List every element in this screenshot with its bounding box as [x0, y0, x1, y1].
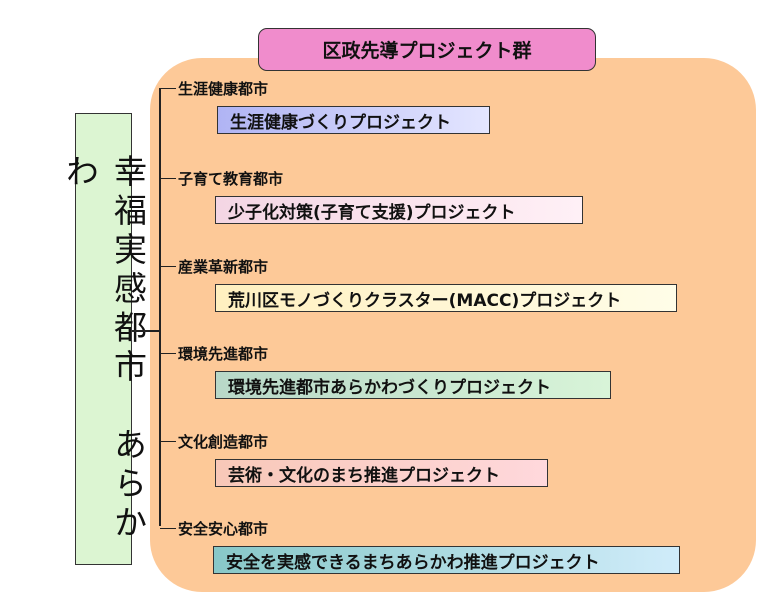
vision-text: 幸福実感都市 あらかわ: [60, 154, 148, 544]
group-title: 区政先導プロジェクト群: [258, 28, 596, 71]
project-box: 荒川区モノづくりクラスター(MACC)プロジェクト: [215, 284, 677, 312]
branch-tick: [160, 528, 176, 529]
branch-tick: [160, 178, 176, 179]
project-box: 芸術・文化のまち推進プロジェクト: [215, 459, 548, 487]
branch-tick: [160, 88, 176, 89]
category-label: 子育て教育都市: [178, 170, 284, 188]
category-label: 生涯健康都市: [178, 80, 269, 98]
connector-vertical: [159, 88, 161, 526]
branch-tick: [160, 441, 176, 442]
project-group-panel: [150, 58, 756, 592]
branch-tick: [160, 353, 176, 354]
category-label: 環境先進都市: [178, 345, 269, 363]
connector-horizontal: [132, 330, 160, 332]
branch-tick: [160, 266, 176, 267]
project-box: 生涯健康づくりプロジェクト: [217, 106, 490, 134]
category-label: 文化創造都市: [178, 433, 269, 451]
category-label: 安全安心都市: [178, 520, 269, 538]
vision-box: 幸福実感都市 あらかわ: [61, 113, 148, 565]
project-box: 安全を実感できるまちあらかわ推進プロジェクト: [213, 546, 680, 574]
project-box: 少子化対策(子育て支援)プロジェクト: [215, 196, 583, 224]
project-box: 環境先進都市あらかわづくりプロジェクト: [215, 371, 611, 399]
category-label: 産業革新都市: [178, 258, 269, 276]
